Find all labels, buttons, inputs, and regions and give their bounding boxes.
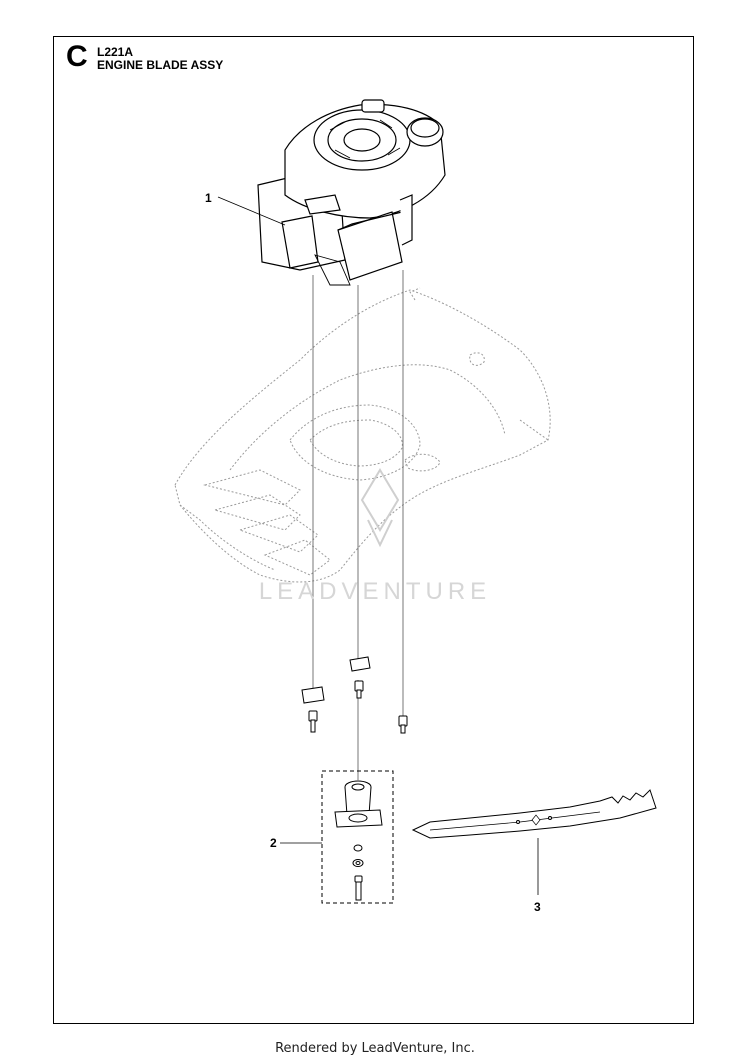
callout-2: 2: [270, 836, 277, 850]
section-letter: C: [66, 40, 88, 73]
footer-credit: Rendered by LeadVenture, Inc.: [275, 1041, 475, 1056]
engine-drawing: [257, 99, 446, 286]
diagram-frame: [53, 36, 694, 1024]
brand-logo-ghost: [360, 468, 400, 548]
mounting-plates: [301, 656, 371, 704]
assembly-title: ENGINE BLADE ASSY: [97, 58, 224, 72]
callout-1: 1: [205, 191, 212, 205]
model-number: L221A: [97, 45, 134, 59]
mower-deck-outline: [174, 287, 551, 583]
callout-3: 3: [534, 900, 541, 914]
watermark-text: LEADVENTURE: [258, 578, 492, 605]
blade-drawing: [411, 789, 657, 839]
leader-line-1: [217, 196, 286, 226]
assembly-guide-lines: [312, 270, 404, 780]
blade-adapter-drawing: [334, 780, 383, 901]
mounting-bolts: [308, 680, 408, 734]
adapter-kit-box: [321, 770, 394, 904]
